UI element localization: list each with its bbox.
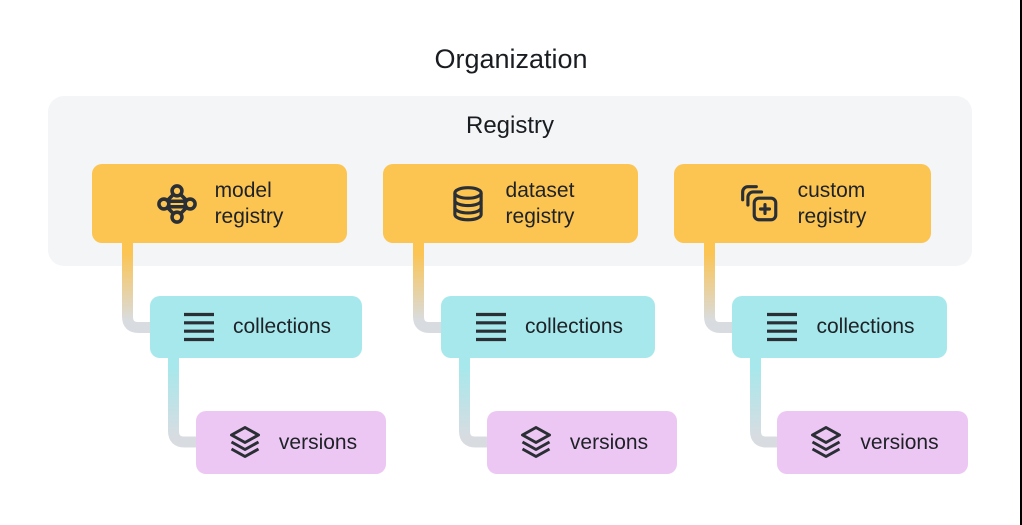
list-lines-icon — [475, 312, 506, 342]
collections-box-dataset: collections — [441, 296, 655, 358]
connector-dataset-collections — [413, 241, 443, 333]
collections-label: collections — [524, 315, 624, 338]
layers-icon — [811, 425, 842, 458]
screenshot-right-border — [1020, 0, 1022, 525]
registry-box-label: custom registry — [797, 178, 867, 228]
versions-box-custom: versions — [777, 411, 968, 474]
registry-box-label: dataset registry — [505, 178, 575, 228]
collections-label: collections — [816, 315, 915, 338]
page-title: Organization — [434, 44, 588, 74]
copy-plus-icon — [740, 184, 777, 221]
registry-panel-title: Registry — [465, 112, 555, 139]
collections-label: collections — [232, 315, 332, 338]
registry-box-label: model registry — [214, 178, 284, 228]
versions-label: versions — [278, 430, 358, 454]
registry-box-model: model registry — [92, 164, 347, 243]
collections-box-custom: collections — [732, 296, 947, 358]
registry-box-custom: custom registry — [674, 164, 931, 243]
database-icon — [452, 185, 483, 221]
connector-custom-collections — [704, 241, 734, 333]
model-graph-icon — [156, 183, 197, 224]
versions-box-dataset: versions — [487, 411, 677, 474]
versions-label: versions — [860, 430, 939, 454]
registry-box-dataset: dataset registry — [383, 164, 638, 243]
versions-box-model: versions — [196, 411, 386, 474]
list-lines-icon — [183, 312, 214, 342]
layers-icon — [229, 425, 260, 458]
connector-collections-versions-1 — [168, 356, 198, 448]
layers-icon — [520, 425, 551, 458]
list-lines-icon — [767, 312, 798, 342]
versions-label: versions — [569, 430, 649, 454]
collections-box-model: collections — [150, 296, 362, 358]
connector-model-collections — [122, 241, 152, 333]
connector-collections-versions-3 — [750, 356, 779, 448]
connector-collections-versions-2 — [459, 356, 489, 448]
